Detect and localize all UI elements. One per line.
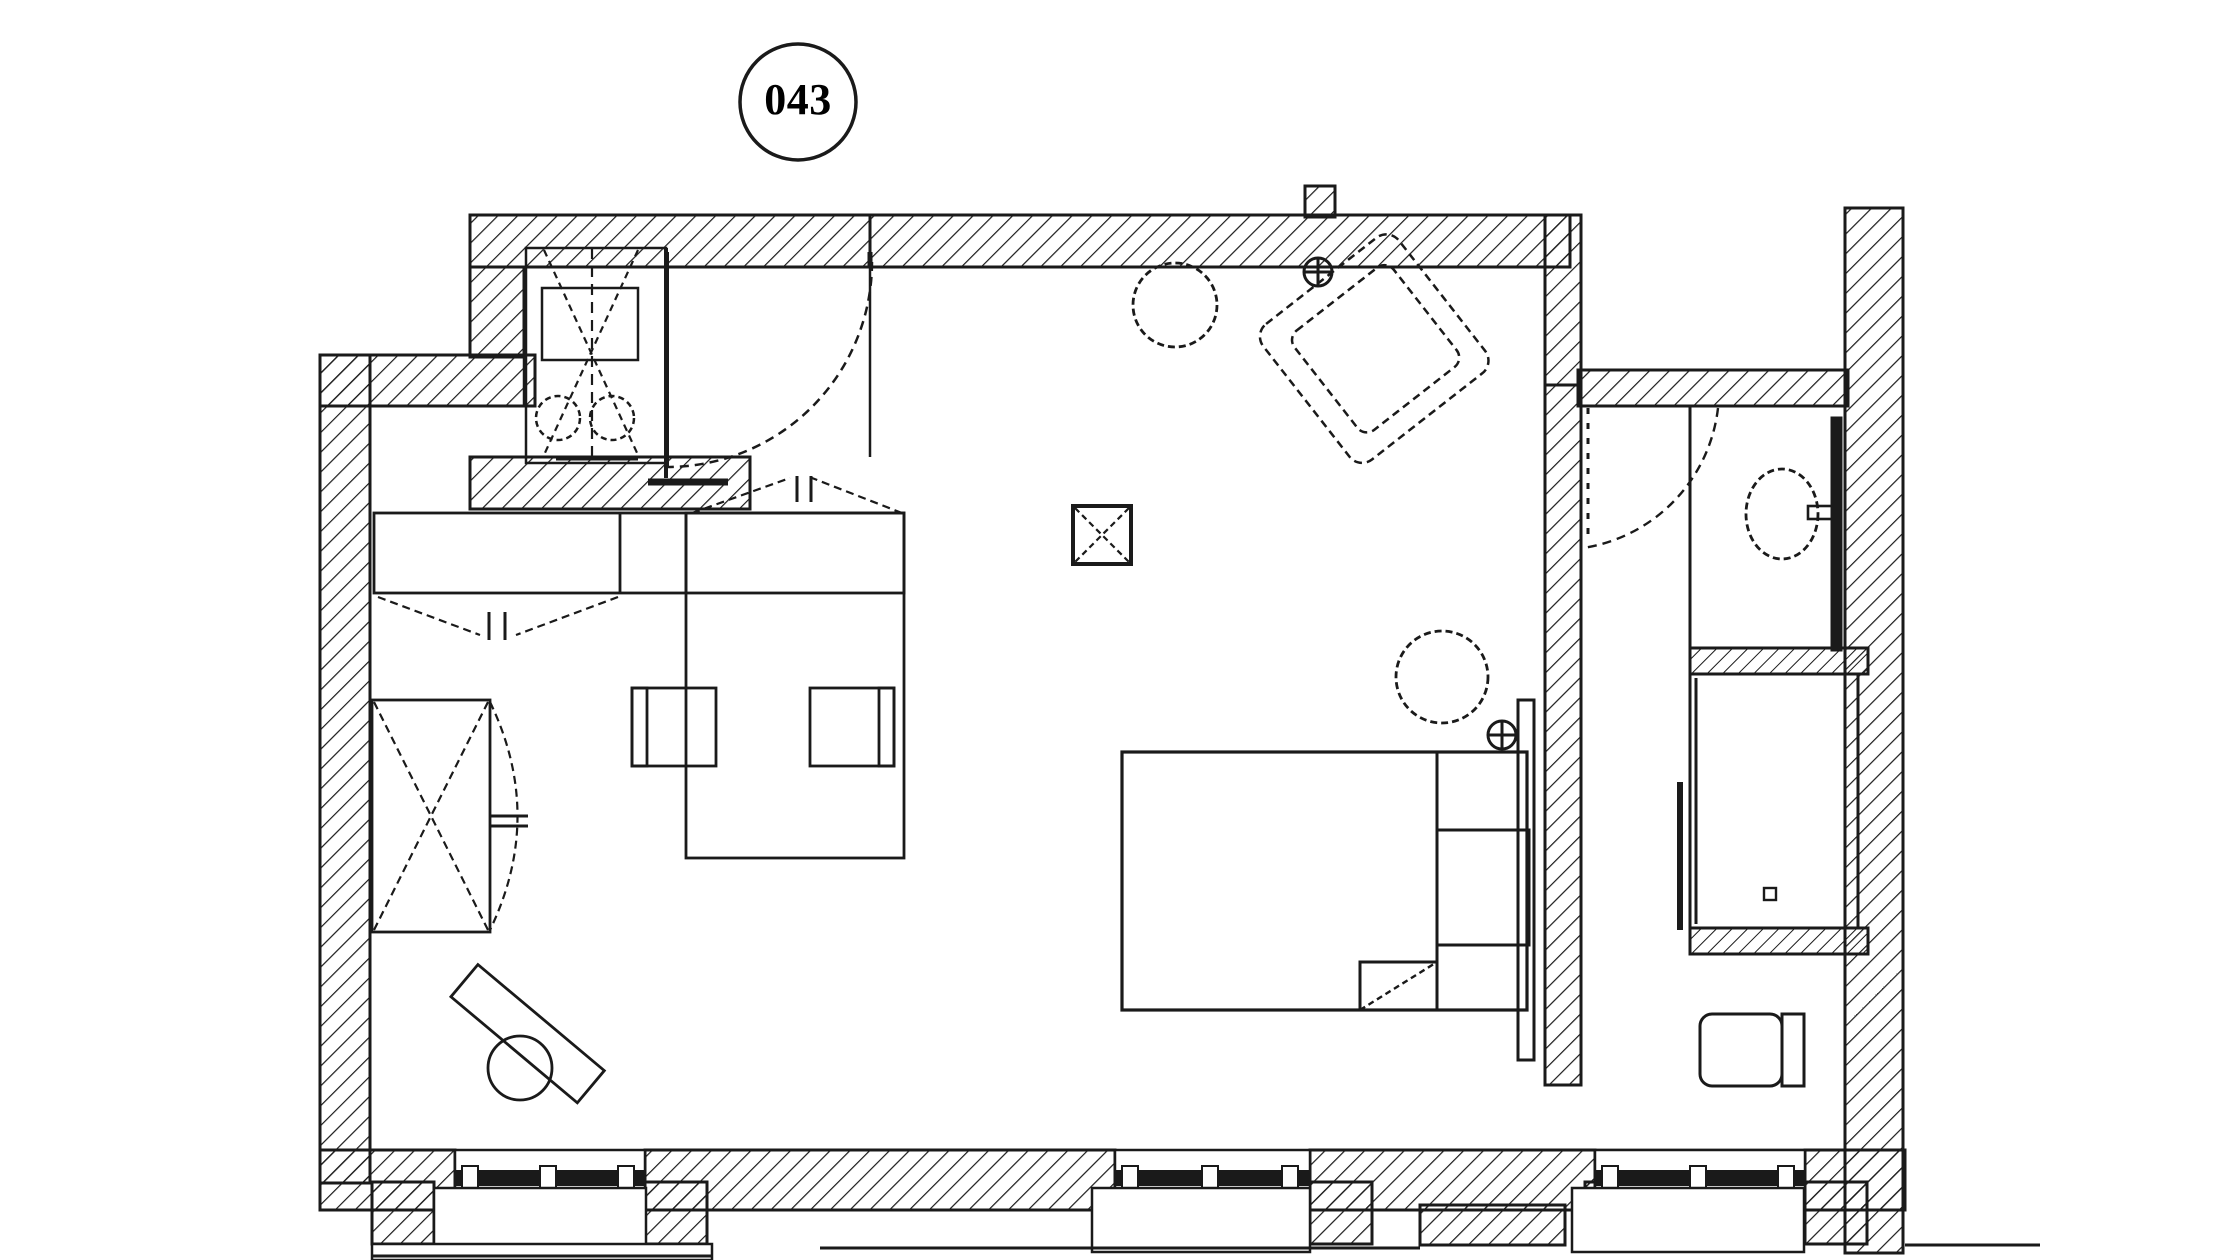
closet-circle-left-icon: [534, 394, 582, 442]
wall-window-reveal-5: [1803, 1180, 1869, 1246]
closet-shelf: [540, 286, 640, 362]
room-tag-label: 043: [764, 75, 832, 124]
closet-hanging-rod-x-icon: [543, 248, 639, 463]
wall-left-exterior: [318, 353, 372, 1185]
nightstand-round: [1394, 629, 1490, 725]
ironing-board-group: [448, 962, 607, 1105]
room-tag-circle: [738, 42, 858, 162]
wall-window-reveal-2: [643, 1180, 709, 1246]
wardrobe-group: [370, 698, 528, 934]
desk-group: [372, 476, 906, 860]
bathtub: [1688, 672, 1860, 930]
cabinet-door-swing-top: [691, 476, 903, 515]
wall-bottom-projection: [1418, 1203, 1567, 1247]
wall-closet-left-vertical: [468, 265, 526, 359]
side-table-round: [1131, 261, 1219, 349]
bathroom-door-swing-arc: [1582, 407, 1720, 550]
wall-bathroom-top: [1576, 368, 1850, 408]
luggage-rack: [1071, 504, 1133, 566]
window-center: [1090, 1148, 1312, 1254]
main-furniture-group: [1071, 233, 1536, 1062]
cabinet-handle-top: [795, 476, 813, 502]
wall-top-left-segment: [468, 213, 872, 269]
ceiling-outlet-lower-icon: [1486, 719, 1518, 751]
windows-group: [370, 1148, 2040, 1260]
entry-closet-group: [524, 246, 728, 486]
entry-door-group: [665, 252, 874, 469]
ceiling-outlet-upper-icon: [1302, 256, 1334, 288]
bed-pillow: [1435, 828, 1531, 947]
window-left: [370, 1148, 714, 1260]
wall-top-stub: [1303, 184, 1337, 219]
window-right: [1570, 1148, 1807, 1254]
entry-door-swing-arc: [666, 261, 874, 469]
desk-chair-right: [808, 686, 896, 768]
wall-window-reveal-1: [370, 1180, 436, 1246]
desk-table: [684, 511, 906, 860]
cabinet-door-swing-left: [377, 595, 619, 637]
room-tag: 043: [738, 42, 858, 162]
cabinet-handle-left: [487, 612, 507, 640]
inner-room-boundary: [368, 267, 872, 1150]
bathroom-group: [1581, 404, 1860, 1088]
ironing-board-circle-icon: [486, 1034, 554, 1102]
wardrobe-x-icon: [373, 701, 489, 931]
wall-bath-shelf-lower: [1688, 926, 1870, 956]
bed-headboard-panel: [1516, 698, 1536, 1062]
wall-bath-divider-lower: [1543, 383, 1583, 1087]
wall-top-main-segment: [868, 213, 1572, 269]
wall-bath-divider-upper: [1543, 213, 1583, 387]
desk-chair-left: [630, 686, 718, 768]
desk-counter: [372, 511, 906, 595]
closet-outline: [524, 246, 668, 465]
wall-right-exterior: [1843, 206, 1905, 1255]
wall-bottom-mid-a: [643, 1148, 1117, 1212]
wall-bath-shelf-upper: [1688, 646, 1870, 676]
sink-basin: [1744, 467, 1838, 561]
toilet: [1698, 1012, 1806, 1088]
toilet-tank: [1780, 1012, 1806, 1088]
tub-drain: [1762, 886, 1778, 902]
walls-group: [318, 184, 1907, 1255]
bed-queen: [1120, 750, 1531, 1012]
bed-turned-corner: [1358, 960, 1439, 1012]
wall-window-reveal-3: [1308, 1180, 1374, 1246]
armchair-lounge: [1258, 233, 1490, 465]
towel-bar: [1830, 416, 1843, 652]
ironing-board-body: [448, 962, 607, 1105]
bed-fold-diagonal: [1359, 960, 1438, 1012]
closet-circle-right-icon: [588, 394, 636, 442]
wardrobe-body: [370, 698, 492, 934]
fixtures-group: [1302, 256, 1518, 751]
